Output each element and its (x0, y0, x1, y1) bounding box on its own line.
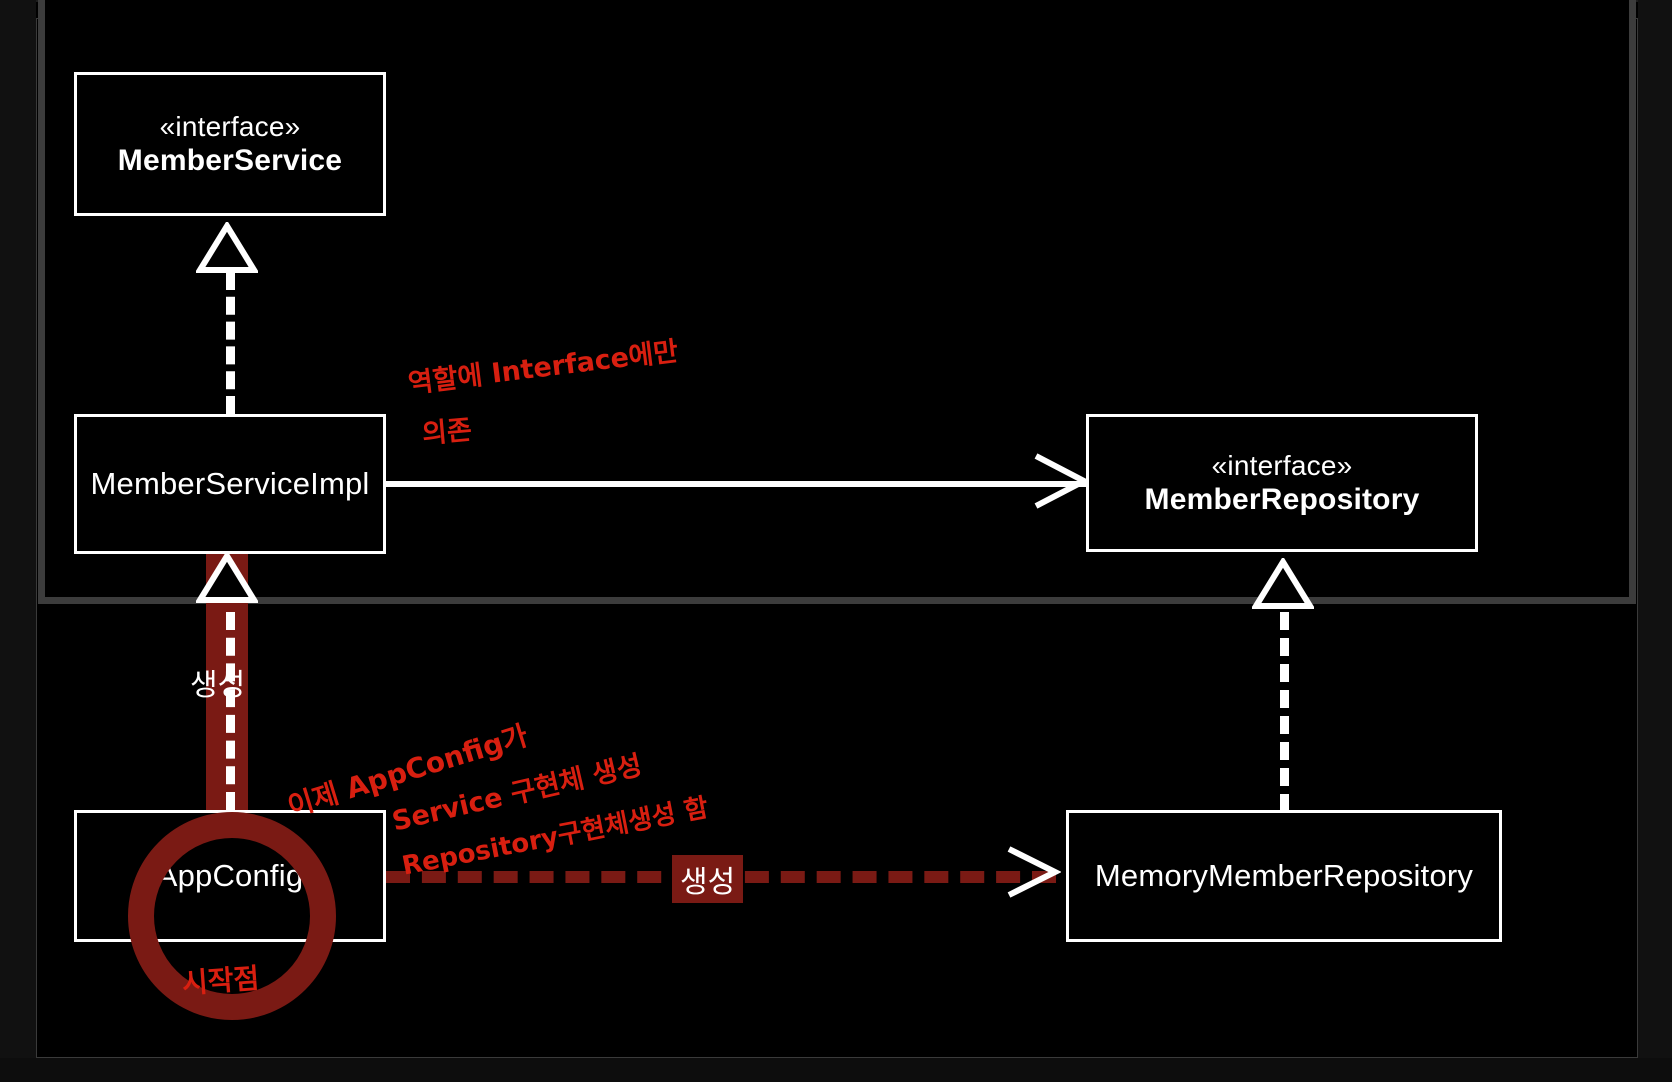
uml-class-member-repository[interactable]: «interface» MemberRepository (1086, 414, 1478, 552)
annotation-start-point: 시작점 (180, 961, 261, 1000)
realization-arrowhead-member-repository (1252, 558, 1314, 609)
realization-line-member-service (226, 272, 235, 414)
class-name-label: MemoryMemberRepository (1094, 857, 1474, 893)
dependency-line-create-service (226, 612, 235, 810)
dependency-arrowhead-create-service (196, 552, 258, 603)
realization-line-member-repository (1280, 612, 1289, 812)
class-name-label: MemberService (117, 143, 343, 177)
class-name-label: MemberServiceImpl (90, 465, 370, 501)
uml-class-member-service[interactable]: «interface» MemberService (74, 72, 386, 216)
association-arrowhead-member-repository (1034, 453, 1090, 509)
realization-arrowhead-member-service (196, 222, 258, 273)
association-line-member-repository (386, 481, 1086, 487)
uml-class-memory-member-repository[interactable]: MemoryMemberRepository (1066, 810, 1502, 942)
stereotype-label: «interface» (159, 110, 301, 142)
class-name-label: MemberRepository (1144, 482, 1420, 516)
slide-bottom-gutter (0, 1058, 1672, 1082)
slide-right-gutter (1638, 0, 1672, 1082)
slide-left-gutter (0, 0, 36, 1082)
connector-label-create-repository: 생성 (672, 855, 744, 903)
connector-label-create-service: 생성 (190, 669, 246, 702)
stereotype-label: «interface» (1211, 449, 1353, 481)
uml-class-member-service-impl[interactable]: MemberServiceImpl (74, 414, 386, 554)
annotation-interface-dependency-line2: 의존 (420, 414, 474, 450)
dependency-arrowhead-create-repository (1007, 846, 1061, 898)
